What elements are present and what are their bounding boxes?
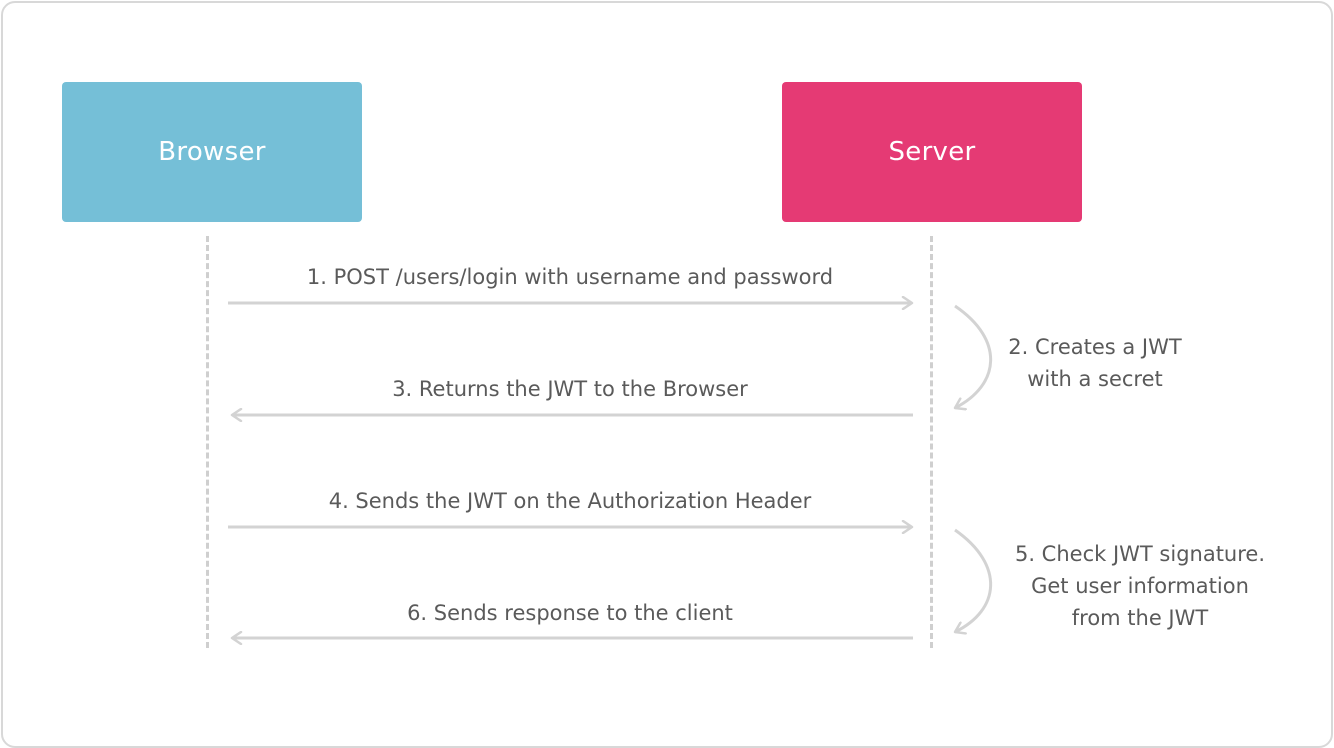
self-loop-arrow-5 <box>955 528 993 632</box>
message-1-label: 1. POST /users/login with username and p… <box>306 265 834 289</box>
note-5: 5. Check JWT signature. Get user informa… <box>995 538 1285 634</box>
browser-actor-box: Browser <box>62 82 362 222</box>
note-5-line-3: from the JWT <box>1071 606 1209 630</box>
server-lifeline <box>930 236 933 648</box>
self-loop-arrow-2 <box>955 304 993 408</box>
message-4-label: 4. Sends the JWT on the Authorization He… <box>328 489 812 513</box>
message-6-label: 6. Sends response to the client <box>407 601 733 625</box>
note-2-line-2: with a secret <box>1027 367 1163 391</box>
server-actor-label: Server <box>888 137 976 167</box>
browser-lifeline <box>206 236 209 648</box>
note-5-line-2: Get user information <box>1031 574 1249 598</box>
note-2: 2. Creates a JWT with a secret <box>985 331 1205 395</box>
note-2-line-1: 2. Creates a JWT <box>1008 335 1182 359</box>
note-5-line-1: 5. Check JWT signature. <box>1014 542 1266 566</box>
browser-actor-label: Browser <box>158 137 266 167</box>
message-3-label: 3. Returns the JWT to the Browser <box>392 377 748 401</box>
server-actor-box: Server <box>782 82 1082 222</box>
